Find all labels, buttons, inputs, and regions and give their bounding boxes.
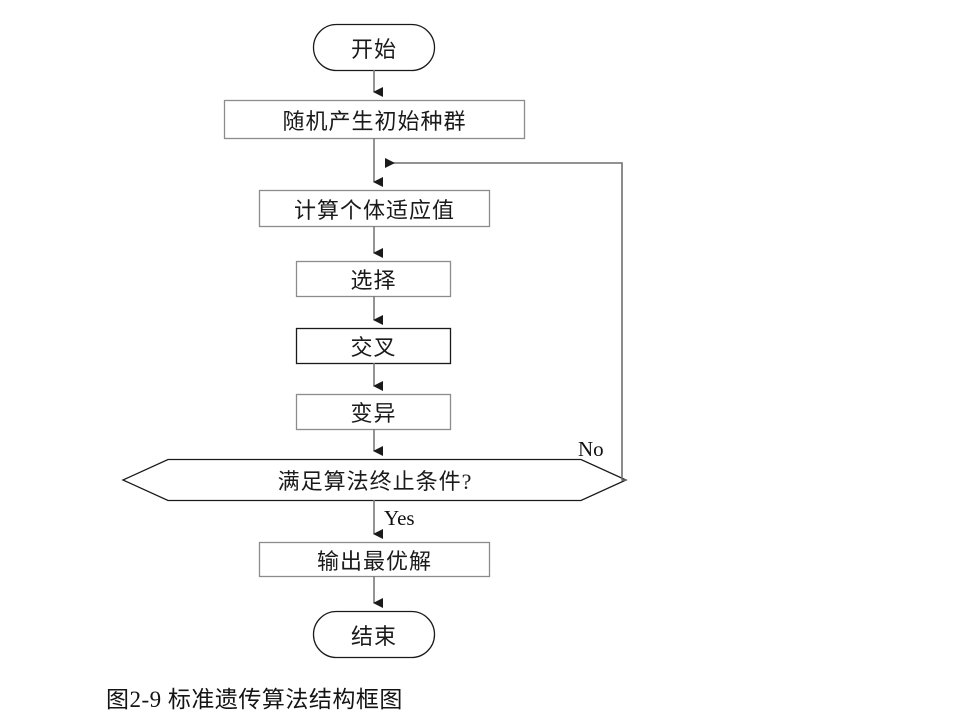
node-shape-select <box>295 260 452 298</box>
node-label-init: 随机产生初始种群 <box>282 108 467 134</box>
node-shape-output <box>258 541 491 578</box>
edge-label-no: No <box>578 437 604 461</box>
node-label-decision: 满足算法终止条件? <box>277 469 473 494</box>
node-label-select: 选择 <box>350 268 397 293</box>
node-label-end: 结束 <box>350 623 397 649</box>
edge-label-yes: Yes <box>384 506 415 530</box>
node-label-output: 输出最优解 <box>316 548 432 574</box>
node-label-fitness: 计算个体适应值 <box>293 197 455 223</box>
node-label-mutation: 变异 <box>350 401 397 426</box>
node-shape-end <box>312 610 436 659</box>
node-label-start: 开始 <box>350 36 397 62</box>
node-shape-fitness <box>258 189 491 228</box>
figure-caption: 图2-9 标准遗传算法结构框图 <box>106 687 403 712</box>
node-label-crossover: 交叉 <box>350 335 397 360</box>
edge-decision-to-fitness-feedback <box>385 158 626 481</box>
node-shape-init <box>223 99 526 140</box>
